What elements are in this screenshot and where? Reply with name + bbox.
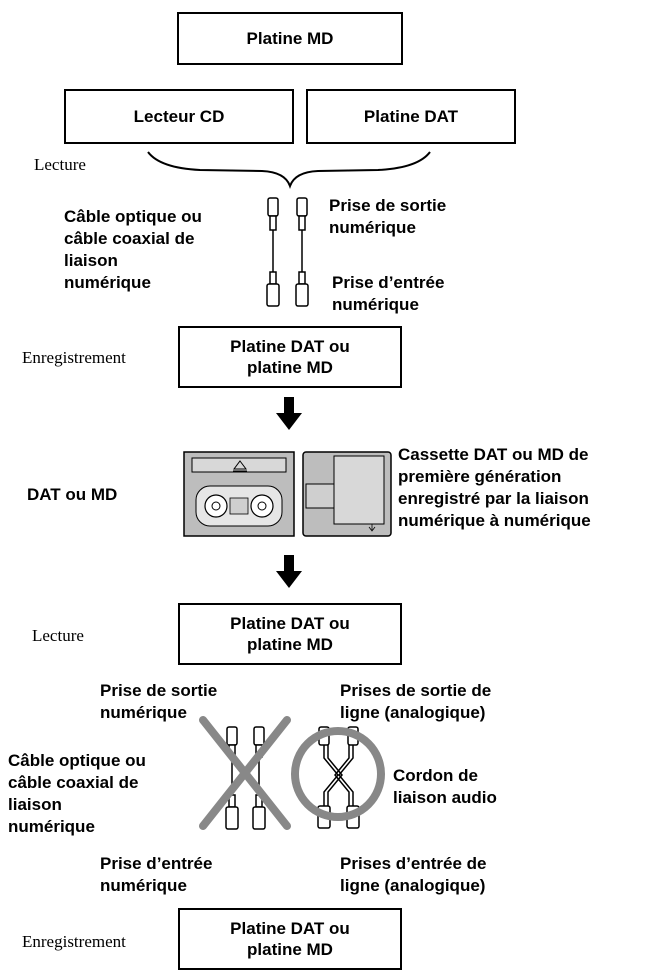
label-lecture-2: Lecture: [32, 626, 84, 645]
down-arrow-icon-2: [276, 555, 302, 588]
dat-cassette-icon: [183, 451, 295, 537]
digital-cable-icon: [266, 197, 309, 307]
label-line-outputs: Prises de sortie de ligne (analogique): [340, 681, 492, 722]
label-cable-2: Câble optique ou câble coaxial de liaiso…: [8, 751, 146, 836]
label-line-inputs: Prises d’entrée de ligne (analogique): [340, 854, 487, 895]
label-enregistrement-2: Enregistrement: [22, 932, 126, 951]
box-platine-dat: Platine DAT: [306, 89, 516, 144]
box-recording-deck-1: Platine DAT ou platine MD: [178, 326, 402, 388]
label-lecture-1: Lecture: [34, 155, 86, 174]
label-enregistrement-1: Enregistrement: [22, 348, 126, 367]
minidisc-icon: [302, 451, 392, 537]
box-recording-deck-2: Platine DAT ou platine MD: [178, 908, 402, 970]
label-digital-output-1: Prise de sortie numérique: [329, 196, 447, 237]
brace-icon: [147, 151, 431, 189]
label-cable-1: Câble optique ou câble coaxial de liaiso…: [64, 207, 202, 292]
label-digital-output-2: Prise de sortie numérique: [100, 681, 218, 722]
box-playback-deck-2: Platine DAT ou platine MD: [178, 603, 402, 665]
box-platine-md: Platine MD: [177, 12, 403, 65]
down-arrow-icon: [276, 397, 302, 430]
crossed-digital-cable-icon: [225, 726, 266, 830]
box-lecteur-cd: Lecteur CD: [64, 89, 294, 144]
label-dat-ou-md: DAT ou MD: [27, 485, 118, 504]
label-digital-input-1: Prise d’entrée numérique: [332, 273, 445, 314]
label-digital-input-2: Prise d’entrée numérique: [100, 854, 213, 895]
label-audio-cord: Cordon de liaison audio: [393, 766, 497, 807]
media-caption: Cassette DAT ou MD de première génératio…: [398, 445, 591, 530]
circle-mark-icon: [291, 727, 385, 821]
cross-mark-icon: [199, 716, 291, 830]
